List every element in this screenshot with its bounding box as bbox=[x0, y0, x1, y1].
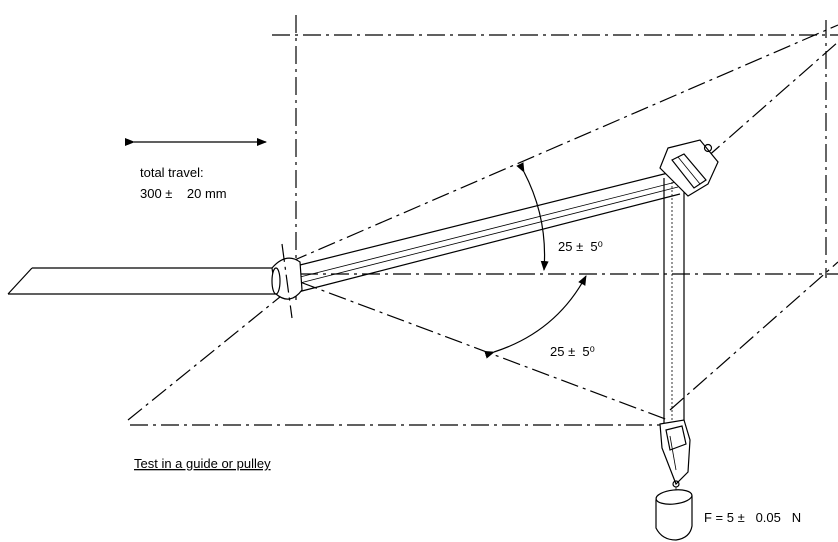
diagonal-left bbox=[127, 283, 297, 421]
guide-note: Test in a guide or pulley bbox=[134, 456, 271, 471]
upper-angle-limit-line bbox=[289, 24, 838, 263]
lower-angle-arc bbox=[484, 275, 587, 359]
construction-lines bbox=[127, 15, 838, 426]
lower-angle-label: 25 ± 5⁰ bbox=[550, 344, 595, 359]
coupling-sleeve bbox=[271, 243, 303, 319]
diagonal-bottom-right bbox=[669, 261, 838, 411]
diagonal-top-right bbox=[705, 41, 838, 159]
inclined-arm bbox=[295, 171, 681, 293]
upper-angle-arc bbox=[516, 162, 549, 271]
force-label: F = 5 ± 0.05 N bbox=[704, 510, 801, 525]
input-rod bbox=[7, 267, 282, 295]
lower-angle-limit-line bbox=[299, 281, 669, 421]
top-pulley-block bbox=[659, 139, 719, 197]
upper-angle-label: 25 ± 5⁰ bbox=[558, 239, 603, 254]
weight-cylinder bbox=[655, 489, 693, 541]
vertical-cable bbox=[663, 178, 685, 424]
bottom-hook-block bbox=[659, 419, 691, 494]
travel-label: total travel: bbox=[140, 165, 204, 180]
travel-value: 300 ± 20 mm bbox=[140, 186, 227, 201]
